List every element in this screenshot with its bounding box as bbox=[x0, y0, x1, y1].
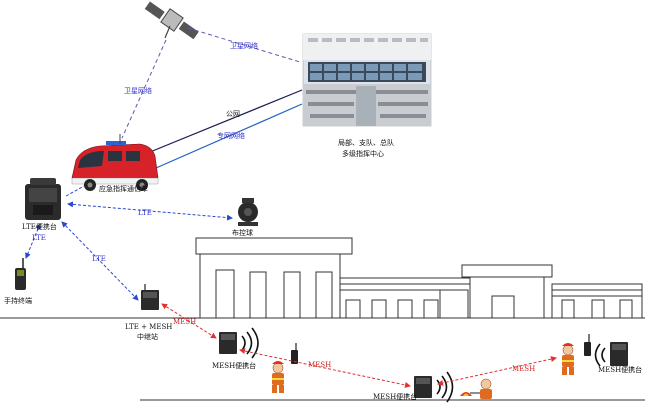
mesh-link-left-center bbox=[239, 348, 411, 388]
mesh-portable-right-icon bbox=[594, 342, 628, 367]
relay-station-icon bbox=[141, 284, 159, 310]
mesh-portable-center-label: MESH便携台 bbox=[373, 393, 418, 401]
private-net-line bbox=[155, 103, 303, 169]
command-center-label: 局部、支队、总队 bbox=[338, 139, 394, 147]
lte-link2-label: LTE bbox=[92, 255, 106, 263]
vehicle-label: 应急指挥通信车 bbox=[99, 185, 148, 193]
command-center-image bbox=[302, 33, 432, 127]
firefighter-right-icon bbox=[562, 334, 591, 375]
satellite-icon bbox=[144, 1, 199, 40]
lte-portable-icon bbox=[25, 178, 61, 220]
handheld-icon bbox=[15, 258, 26, 290]
building-outline bbox=[125, 237, 645, 319]
mesh-portable-center-icon bbox=[414, 371, 454, 403]
relay-sub-label: 中继站 bbox=[137, 333, 158, 341]
mesh2-label: MESH bbox=[308, 361, 332, 369]
satellite-link-center bbox=[187, 27, 301, 63]
vehicle-icon bbox=[71, 134, 159, 191]
satellite-net-top-label: 卫星网络 bbox=[230, 42, 258, 50]
lte-label: LTE bbox=[32, 234, 46, 242]
firefighter-center-icon bbox=[460, 378, 492, 399]
mesh-portable-left-icon bbox=[219, 327, 259, 359]
mesh-portable-right-label: MESH便携台 bbox=[598, 366, 643, 374]
public-net-line bbox=[149, 89, 303, 153]
ptz-camera-icon bbox=[238, 198, 258, 226]
mesh-link-right-center bbox=[437, 356, 557, 386]
private-net-label: 专网网络 bbox=[217, 132, 245, 140]
command-center-sub-label: 多级指挥中心 bbox=[342, 150, 384, 158]
firefighter-left-icon bbox=[272, 343, 298, 393]
mesh-portable-left-label: MESH便携台 bbox=[212, 362, 257, 370]
satellite-link-vehicle bbox=[121, 39, 167, 139]
handheld-label: 手持终端 bbox=[4, 297, 32, 305]
public-net-label: 公网 bbox=[226, 110, 240, 118]
lte-link-camera bbox=[67, 201, 233, 221]
relay-label: LTE + MESH bbox=[125, 323, 173, 331]
mesh-link-relay-left bbox=[161, 303, 217, 339]
lte-link-vehicle bbox=[65, 185, 85, 197]
ptz-camera-label: 布控球 bbox=[232, 229, 253, 237]
mesh3-label: MESH bbox=[512, 365, 536, 373]
satellite-net-left-label: 卫星网络 bbox=[124, 87, 152, 95]
mesh1-label: MESH bbox=[173, 318, 197, 326]
lte-portable-label: LTE便携台 bbox=[22, 223, 57, 231]
lte-link-handheld bbox=[25, 223, 41, 259]
lte-link-relay bbox=[61, 221, 139, 301]
lte-link-label: LTE bbox=[138, 209, 152, 217]
